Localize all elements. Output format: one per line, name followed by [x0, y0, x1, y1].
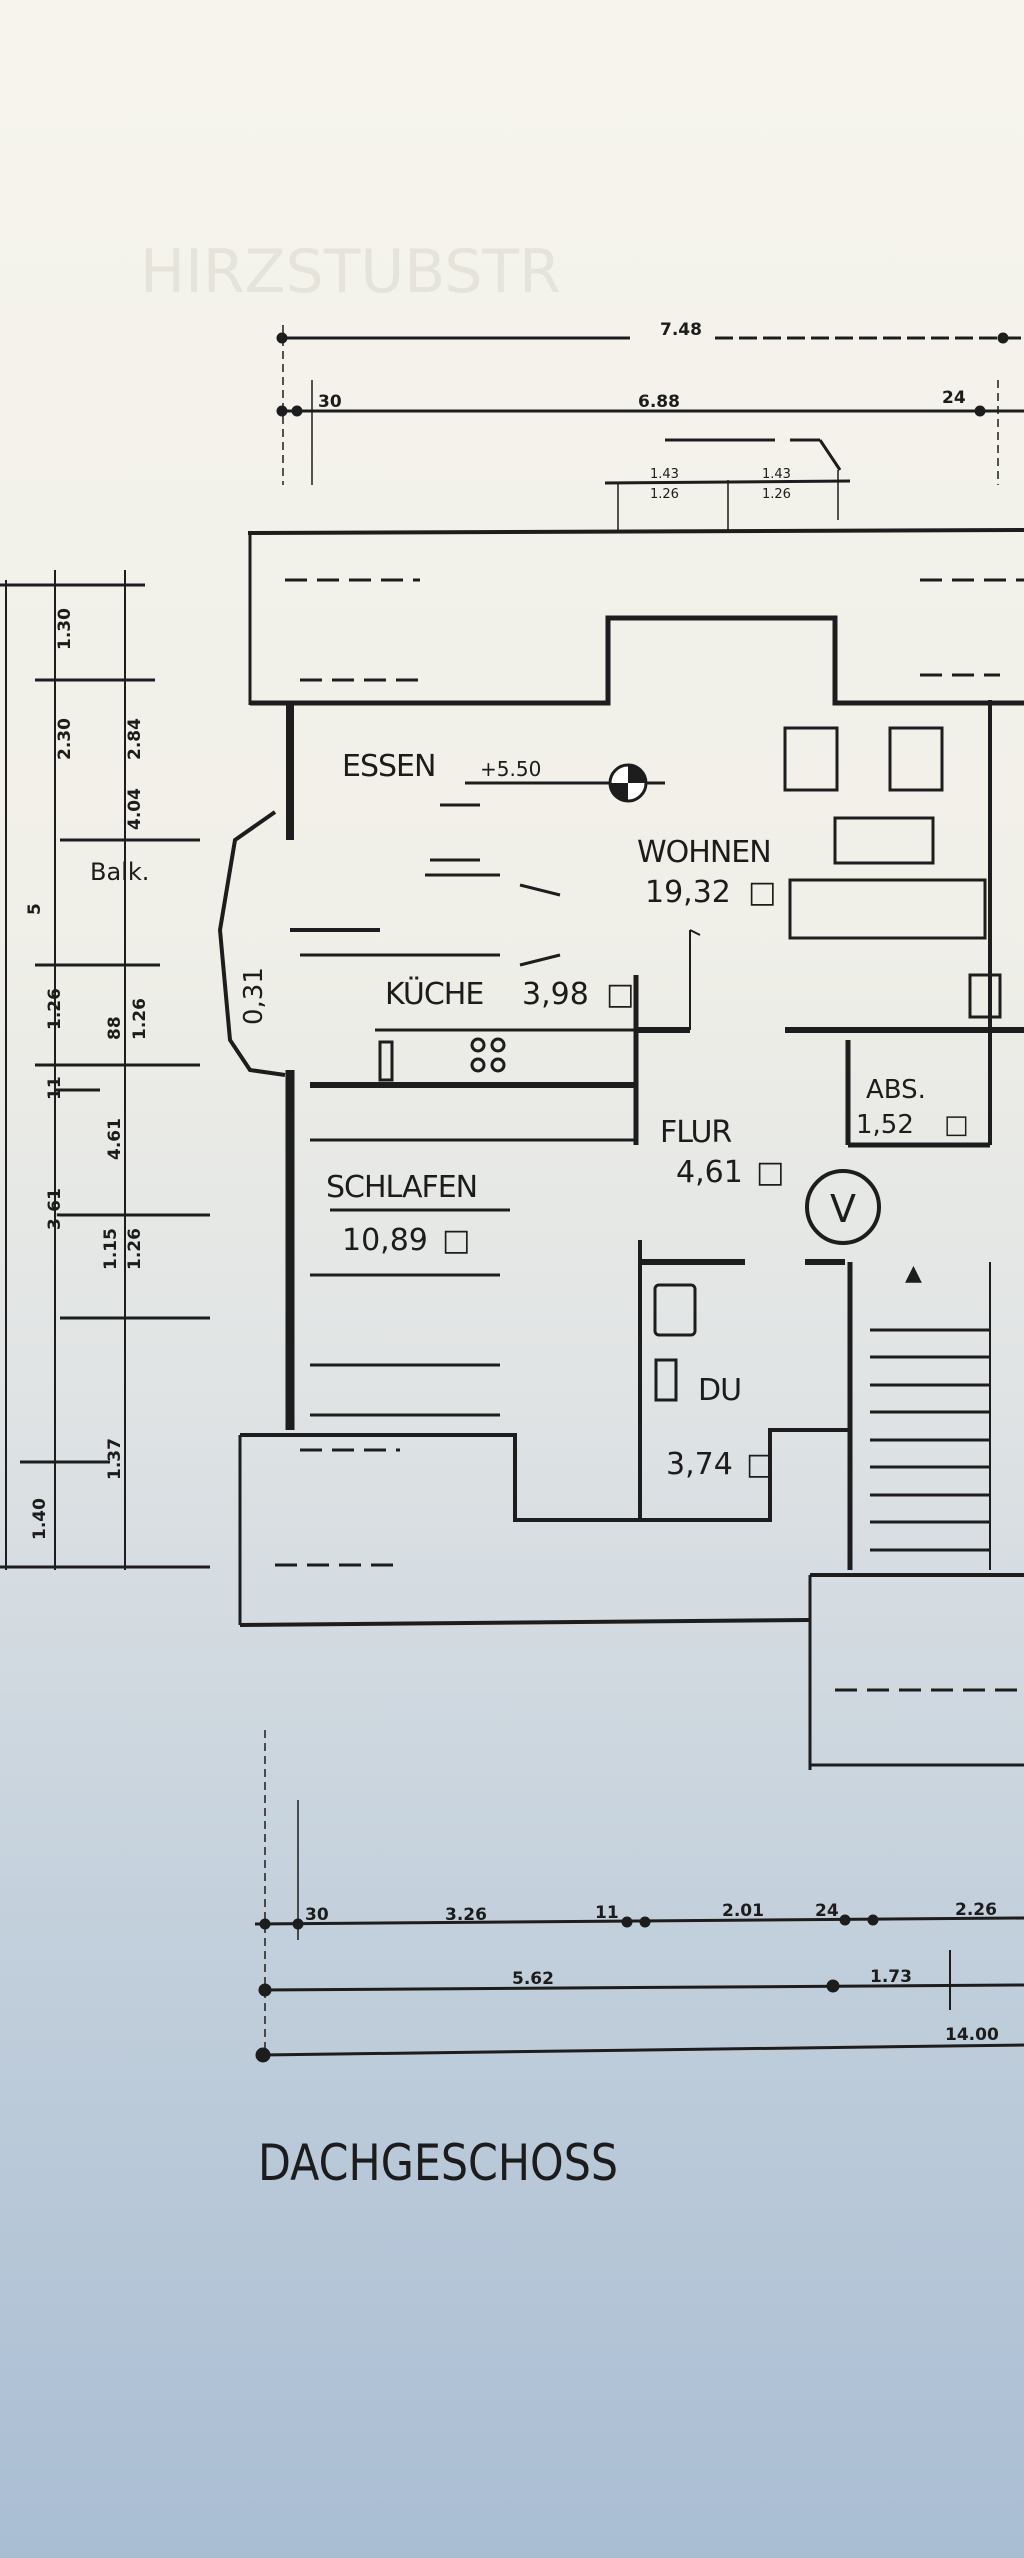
dim-bottom-8: 1.73: [870, 1967, 912, 1987]
dim-bottom-5: 24: [815, 1901, 839, 1921]
room-area-wohnen: 19,32: [645, 875, 731, 910]
walls: [217, 528, 1024, 1770]
room-area-abstellraum: 1,52: [856, 1110, 914, 1140]
room-label-essen: ESSEN: [342, 749, 435, 784]
dim-left-1: 1.30: [55, 608, 75, 650]
dim-bottom-7: 5.62: [512, 1969, 554, 1989]
room-area-schlafen: 10,89: [342, 1223, 428, 1258]
room-area-chimney: 0,31: [239, 967, 269, 1025]
room-label-kueche: KÜCHE: [385, 976, 483, 1012]
dim-left-10: 3.61: [45, 1188, 65, 1230]
dim-top-30: 30: [318, 392, 342, 412]
dim-left-15: 5: [25, 903, 45, 915]
elevation-label: +5.50: [480, 757, 541, 781]
area-unit-icon: □: [442, 1223, 470, 1258]
stair-up-arrow-icon: ▲: [905, 1261, 922, 1286]
dim-left-5: 1.26: [45, 988, 65, 1030]
room-area-kueche: 3,98: [522, 977, 589, 1012]
dim-left-9: 4.61: [105, 1118, 125, 1160]
room-label-abstellraum: ABS.: [866, 1075, 926, 1105]
dim-bottom-2: 3.26: [445, 1905, 487, 1925]
dim-left-11: 1.15: [101, 1228, 121, 1270]
dim-left-14: 1.40: [30, 1498, 50, 1540]
dim-bottom-4: 2.01: [722, 1901, 764, 1921]
dim-window-1a: 1.43: [650, 467, 679, 482]
top-dimension-lines: [276, 325, 1024, 530]
dim-bottom-6: 2.26: [955, 1900, 997, 1920]
ventilation-symbol: V: [805, 1169, 881, 1245]
dim-top-inner: 6.88: [638, 392, 680, 412]
room-label-wohnen: WOHNEN: [637, 835, 771, 870]
room-area-flur: 4,61: [676, 1155, 743, 1190]
area-unit-icon: □: [748, 875, 776, 910]
dim-left-8: 11: [45, 1076, 65, 1100]
furniture: [310, 726, 1002, 1417]
vent-label: V: [830, 1187, 856, 1231]
area-unit-icon: □: [756, 1155, 784, 1190]
dim-left-4: 4.04: [125, 788, 145, 830]
dim-left-3: 2.84: [125, 718, 145, 760]
dim-window-2a: 1.43: [762, 467, 791, 482]
dim-top-total: 7.48: [660, 320, 702, 340]
left-dimension-lines: [0, 570, 210, 1570]
dim-left-7: 1.26: [130, 998, 150, 1040]
faint-bleedthrough-text: HIRZSTUBSTR: [140, 237, 561, 307]
area-unit-icon: □: [746, 1447, 774, 1482]
area-unit-icon: □: [944, 1110, 969, 1140]
dim-left-6: 88: [105, 1016, 125, 1040]
elevation-marker: [465, 763, 665, 803]
room-label-du: DU: [698, 1373, 741, 1408]
dim-left-13: 1.37: [105, 1438, 125, 1480]
dim-bottom-3: 11: [595, 1903, 619, 1923]
room-label-schlafen: SCHLAFEN: [326, 1170, 477, 1205]
dim-window-1b: 1.26: [650, 487, 679, 502]
roof-outline-dashed: [275, 578, 1024, 1692]
dim-left-2: 2.30: [55, 718, 75, 760]
staircase: [870, 1262, 991, 1570]
dim-left-12: 1.26: [125, 1228, 145, 1270]
balcony-label: Balk.: [90, 858, 149, 886]
dim-bottom-total: 14.00: [945, 2025, 999, 2045]
area-unit-icon: □: [606, 977, 634, 1012]
bottom-dimension-lines: [254, 1730, 1024, 2063]
dim-bottom-1: 30: [305, 1905, 329, 1925]
dim-top-24: 24: [942, 388, 966, 408]
floor-title: DACHGESCHOSS: [258, 2134, 618, 2192]
room-area-du: 3,74: [666, 1447, 733, 1482]
room-label-flur: FLUR: [660, 1115, 731, 1150]
dim-window-2b: 1.26: [762, 487, 791, 502]
